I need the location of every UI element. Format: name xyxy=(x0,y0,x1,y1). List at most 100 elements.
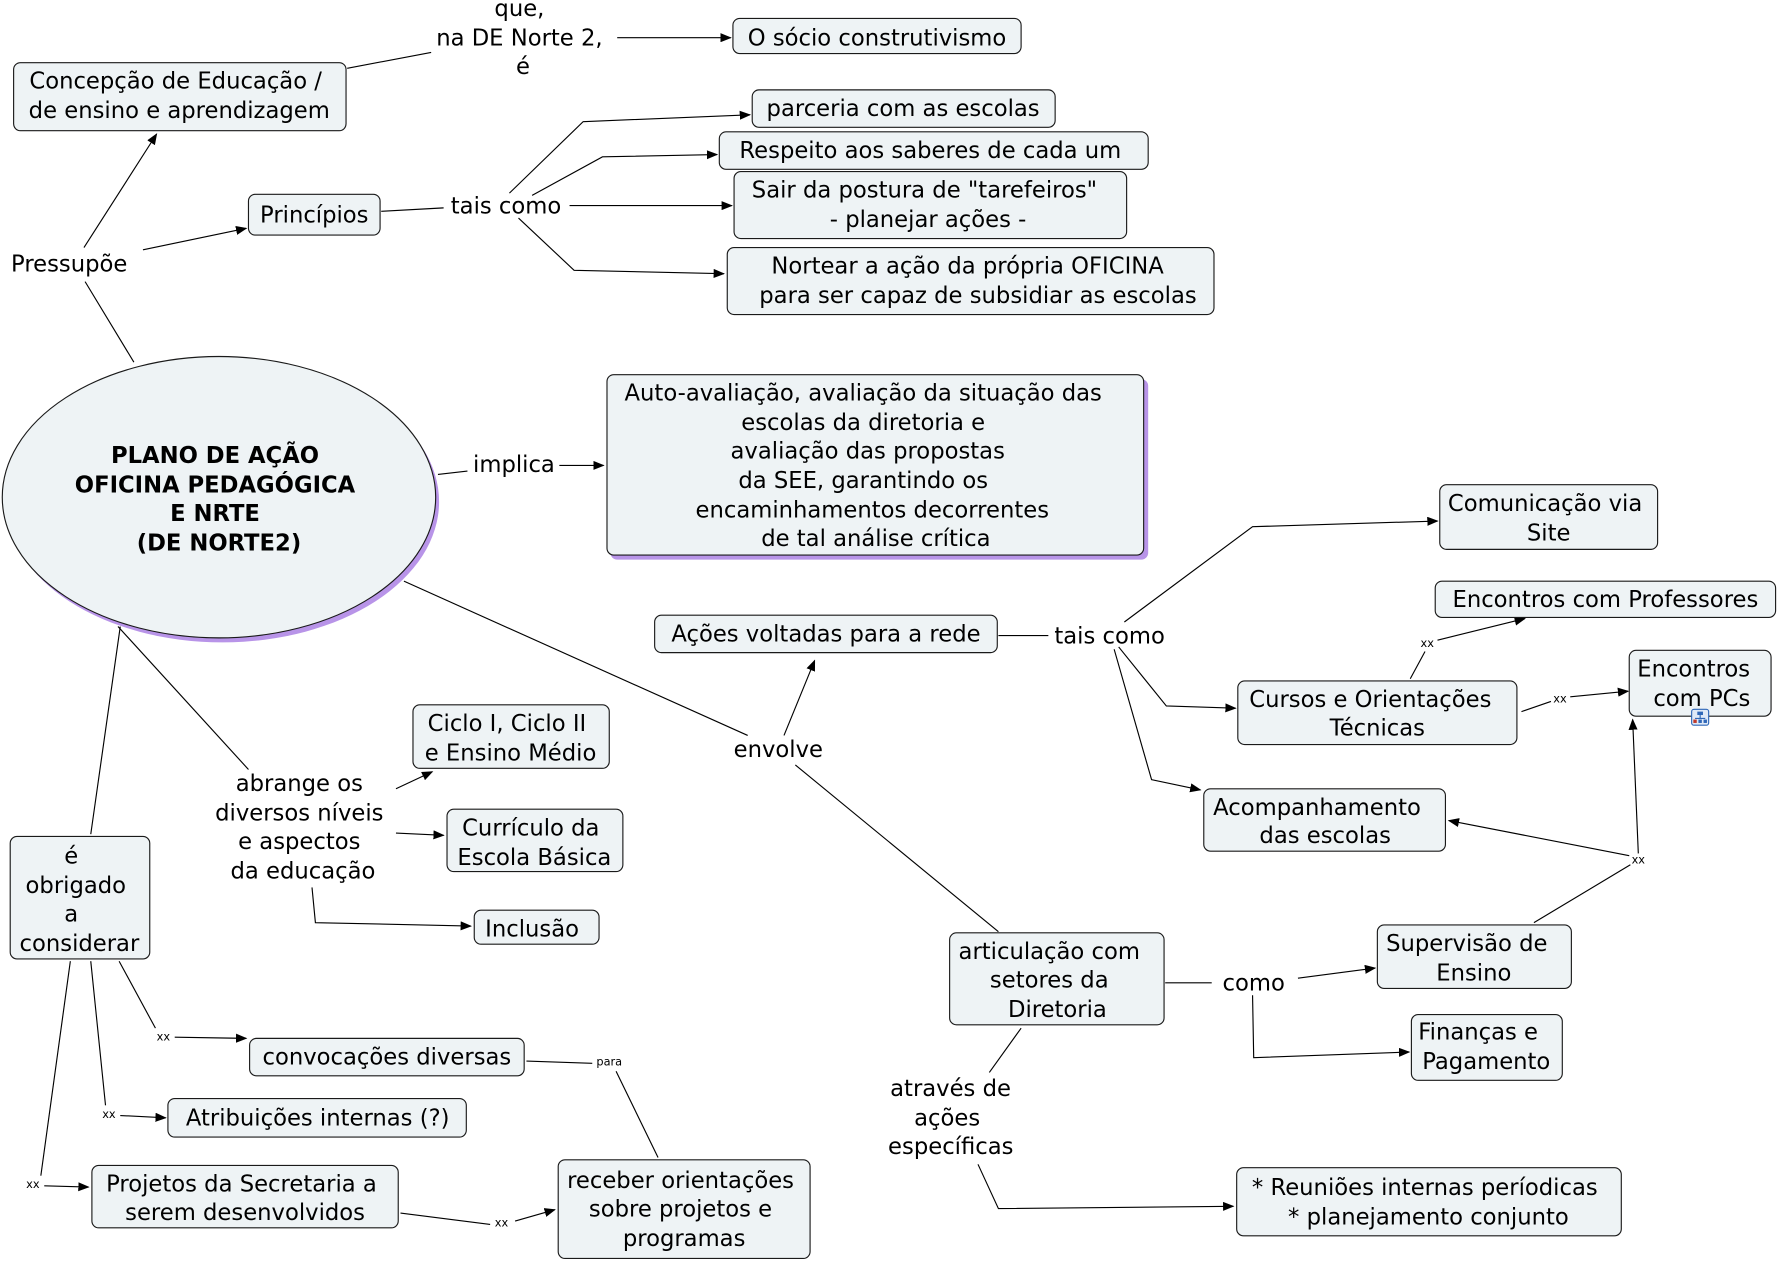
edge-arrow xyxy=(1570,687,1630,698)
edge xyxy=(381,207,444,212)
concept-label: Nortear a ação da própria OFICINA para s… xyxy=(759,254,1196,309)
edge-arrow xyxy=(174,1033,248,1043)
concept-label: Ciclo I, Ciclo II e Ensino Médio xyxy=(425,711,597,766)
link-xx[interactable]: xx xyxy=(1632,853,1646,867)
concept-comunicacao-site[interactable]: Comunicação via Site xyxy=(1439,484,1659,550)
concept-parceria[interactable]: parceria com as escolas xyxy=(751,89,1056,128)
edge-arrow xyxy=(514,1208,556,1222)
edge xyxy=(437,470,468,476)
edge-arrow xyxy=(83,133,158,248)
link-tais-como-rede[interactable]: tais como xyxy=(1054,624,1164,650)
link-xx[interactable]: xx xyxy=(26,1177,40,1191)
concept-label: Auto-avaliação, avaliação da situação da… xyxy=(625,381,1110,552)
link-que[interactable]: que, na DE Norte 2, é xyxy=(436,0,610,80)
concept-encontros-professores[interactable]: Encontros com Professores xyxy=(1434,580,1777,619)
concept-inclusao[interactable]: Inclusão xyxy=(473,909,600,945)
link-abrange[interactable]: abrange os diversos níveis e aspectos da… xyxy=(215,771,391,884)
edge-arrow xyxy=(1251,995,1411,1059)
concept-label: Atribuições internas (?) xyxy=(186,1106,450,1132)
link-para[interactable]: para xyxy=(596,1055,622,1069)
concept-label: Comunicação via Site xyxy=(1448,491,1650,546)
concept-label: parceria com as escolas xyxy=(767,96,1040,122)
concept-map-icon[interactable] xyxy=(1691,708,1710,726)
edge-arrow xyxy=(1124,516,1439,623)
concept-label: é obrigado a considerar xyxy=(20,844,140,957)
link-pressupoe[interactable]: Pressupõe xyxy=(11,251,127,277)
link-como[interactable]: como xyxy=(1223,971,1285,997)
edge-arrow xyxy=(1628,718,1639,854)
concept-label: Cursos e Orientações Técnicas xyxy=(1249,687,1498,741)
link-xx[interactable]: xx xyxy=(157,1030,171,1044)
concept-auto-avaliacao[interactable]: Auto-avaliação, avaliação da situação da… xyxy=(606,374,1149,560)
concept-atribuicoes[interactable]: Atribuições internas (?) xyxy=(167,1097,467,1138)
concept-convocacoes[interactable]: convocações diversas xyxy=(249,1037,525,1077)
root-title: PLANO DE AÇÃO OFICINA PEDAGÓGICA E NRTE … xyxy=(75,441,363,556)
edge xyxy=(347,51,432,69)
edge-arrow xyxy=(783,659,816,736)
concept-label: Princípios xyxy=(260,203,368,229)
concept-nortear[interactable]: Nortear a ação da própria OFICINA para s… xyxy=(726,247,1215,316)
concept-label: Acompanhamento das escolas xyxy=(1213,795,1428,849)
edge-arrow xyxy=(509,110,752,194)
link-implica[interactable]: implica xyxy=(473,452,555,478)
concept-acoes-rede[interactable]: Ações voltadas para a rede xyxy=(654,614,998,654)
link-envolve[interactable]: envolve xyxy=(734,737,823,763)
concept-label: Encontros com Professores xyxy=(1452,587,1758,613)
edge xyxy=(526,1060,593,1064)
concept-supervisao[interactable]: Supervisão de Ensino xyxy=(1376,924,1572,990)
link-xx[interactable]: xx xyxy=(1421,636,1435,650)
concept-socio-construtivismo[interactable]: O sócio construtivismo xyxy=(732,17,1022,55)
concept-principios[interactable]: Princípios xyxy=(247,193,381,236)
edge-arrow xyxy=(1437,616,1526,641)
concept-label: receber orientações sobre projetos e pro… xyxy=(567,1168,801,1252)
concept-label: Encontros com PCs xyxy=(1637,656,1757,711)
edge xyxy=(117,626,249,770)
concept-label: Respeito aos saberes de cada um xyxy=(739,138,1121,164)
edge-arrow xyxy=(311,887,472,931)
concept-curriculo[interactable]: Currículo da Escola Básica xyxy=(446,808,624,873)
edge xyxy=(1409,651,1426,679)
concept-cursos[interactable]: Cursos e Orientações Técnicas xyxy=(1237,680,1518,746)
concept-concepcao[interactable]: Concepção de Educação / de ensino e apre… xyxy=(13,62,347,132)
concept-label: Concepção de Educação / de ensino e apre… xyxy=(29,69,330,124)
edge xyxy=(988,1027,1022,1073)
link-atraves[interactable]: através de ações específicas xyxy=(888,1076,1018,1160)
edge xyxy=(403,580,748,736)
edge-arrow xyxy=(395,830,445,840)
concept-respeito[interactable]: Respeito aos saberes de cada um xyxy=(718,131,1149,170)
edge xyxy=(90,961,107,1106)
concept-acompanhamento[interactable]: Acompanhamento das escolas xyxy=(1203,788,1447,852)
concept-receber-orientacoes[interactable]: receber orientações sobre projetos e pro… xyxy=(557,1159,811,1260)
concept-label: convocações diversas xyxy=(263,1044,512,1070)
link-tais-como-principios[interactable]: tais como xyxy=(451,194,561,220)
concept-label: Currículo da Escola Básica xyxy=(457,815,611,870)
link-xx[interactable]: xx xyxy=(1553,692,1567,706)
concept-articulacao[interactable]: articulação com setores da Diretoria xyxy=(949,932,1165,1026)
concept-label: Projetos da Secretaria a serem desenvolv… xyxy=(106,1172,384,1226)
edge xyxy=(400,1212,491,1226)
concept-ciclo[interactable]: Ciclo I, Ciclo II e Ensino Médio xyxy=(412,704,610,769)
concept-label: O sócio construtivismo xyxy=(748,26,1007,52)
concept-obrigado-considerar[interactable]: é obrigado a considerar xyxy=(9,835,151,960)
root-concept[interactable]: PLANO DE AÇÃO OFICINA PEDAGÓGICA E NRTE … xyxy=(1,355,440,643)
concept-financas[interactable]: Finanças e Pagamento xyxy=(1410,1013,1563,1081)
edge-arrow xyxy=(1118,646,1237,713)
edge-arrow xyxy=(120,1112,167,1122)
edge-arrow xyxy=(1447,818,1630,857)
link-xx[interactable]: xx xyxy=(102,1107,116,1121)
edge-arrow xyxy=(1297,964,1377,979)
link-xx[interactable]: xx xyxy=(495,1216,509,1230)
edge xyxy=(1521,700,1552,713)
edge xyxy=(40,961,71,1176)
concept-reunioes[interactable]: * Reuniões internas períodicas * planeja… xyxy=(1236,1167,1622,1237)
edge-arrow xyxy=(1113,649,1202,793)
concept-encontros-pcs[interactable]: Encontros com PCs xyxy=(1628,649,1772,726)
edge-arrow xyxy=(977,1164,1235,1211)
root-ellipse xyxy=(1,355,437,639)
concept-projetos[interactable]: Projetos da Secretaria a serem desenvolv… xyxy=(91,1164,399,1229)
concept-sair-postura[interactable]: Sair da postura de "tarefeiros" - planej… xyxy=(733,171,1128,240)
concept-label: * Reuniões internas períodicas * planeja… xyxy=(1252,1175,1605,1230)
edge xyxy=(90,626,121,835)
concept-label: articulação com setores da Diretoria xyxy=(959,939,1148,1023)
